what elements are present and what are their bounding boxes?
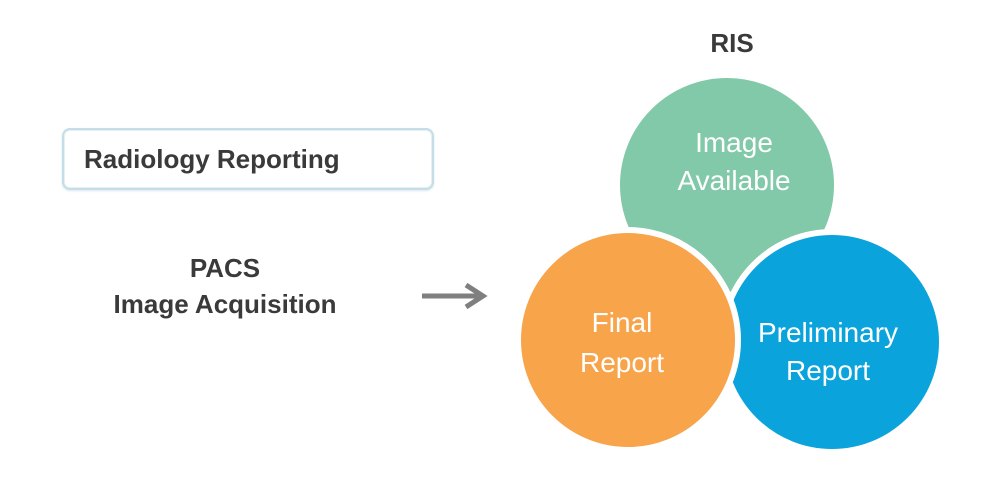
- title-box: Radiology Reporting: [62, 128, 434, 190]
- image-available-line2: Available: [677, 165, 790, 196]
- image-acquisition-label: Image Acquisition: [113, 289, 337, 319]
- image-available-line1: Image: [695, 127, 773, 158]
- final-report-circle: Final Report: [515, 227, 741, 453]
- diagram-title: Radiology Reporting: [84, 143, 340, 174]
- right-arrow-icon: [422, 282, 488, 310]
- final-report-line1: Final: [592, 307, 653, 338]
- preliminary-report-circle: Preliminary Report: [719, 229, 945, 455]
- pacs-block: PACS Image Acquisition: [60, 250, 390, 322]
- final-report-line2: Report: [580, 347, 664, 378]
- pacs-label: PACS: [189, 253, 261, 283]
- preliminary-report-line1: Preliminary: [758, 317, 898, 348]
- ris-label: RIS: [710, 28, 753, 58]
- preliminary-report-line2: Report: [786, 355, 870, 386]
